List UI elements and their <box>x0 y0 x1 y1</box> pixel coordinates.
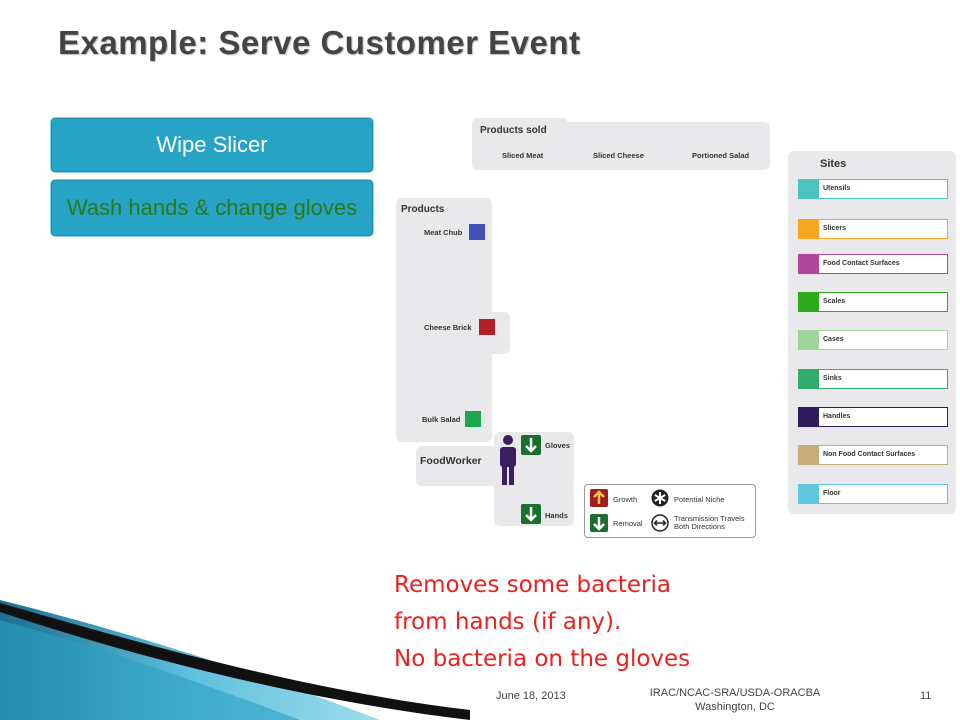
slide-title: Example: Serve Customer Event <box>58 24 581 61</box>
site-item: Cases <box>798 330 948 350</box>
cheese-brick-swatch <box>479 319 495 335</box>
hands-removal-icon <box>521 504 541 524</box>
products-sold-item: Sliced Meat <box>502 151 544 160</box>
site-label: Scales <box>823 298 846 305</box>
footer-org-line2: Washington, DC <box>695 701 775 713</box>
legend-growth: Growth <box>613 495 638 504</box>
site-swatch <box>799 220 819 238</box>
site-swatch <box>799 446 819 464</box>
site-item: Non Food Contact Surfaces <box>798 445 948 465</box>
product-label: Bulk Salad <box>422 415 461 424</box>
product-label: Meat Chub <box>424 228 463 237</box>
site-swatch <box>799 293 819 311</box>
transmission-icon <box>651 514 669 532</box>
products-sold-title: Products sold <box>480 125 547 136</box>
person-icon <box>500 435 516 485</box>
legend-transmission: Transmission Travels Both Directions <box>674 514 745 531</box>
step-wash-hands: Wash hands & change gloves <box>50 179 374 237</box>
site-swatch <box>799 370 819 388</box>
site-label: Non Food Contact Surfaces <box>823 451 916 458</box>
legend-removal: Removal <box>613 519 643 528</box>
site-item: Handles <box>798 407 948 427</box>
gloves-removal-icon <box>521 435 541 455</box>
site-swatch <box>799 255 819 273</box>
site-label: Food Contact Surfaces <box>823 260 900 267</box>
growth-icon <box>590 489 608 507</box>
gloves-label: Gloves <box>545 441 571 450</box>
potential-niche-icon <box>651 489 669 507</box>
step-wipe-slicer: Wipe Slicer <box>50 117 374 173</box>
bulk-salad-swatch <box>465 411 481 427</box>
site-item: Scales <box>798 292 948 312</box>
site-swatch <box>799 180 819 198</box>
site-item: Slicers <box>798 219 948 239</box>
site-item: Sinks <box>798 369 948 389</box>
footer-org: IRAC/NCAC-SRA/USDA-ORACBA Washington, DC <box>620 686 850 714</box>
site-item: Food Contact Surfaces <box>798 254 948 274</box>
products-sold-item: Sliced Cheese <box>593 151 644 160</box>
meat-chub-swatch <box>469 224 485 240</box>
products-sold-panel: Products sold Sliced Meat Sliced Cheese … <box>472 118 770 170</box>
footer-org-line1: IRAC/NCAC-SRA/USDA-ORACBA <box>649 687 821 699</box>
site-label: Floor <box>823 490 841 497</box>
site-swatch <box>799 408 819 426</box>
products-sold-item: Portioned Salad <box>692 151 750 160</box>
products-title: Products <box>401 204 445 215</box>
page-number: 11 <box>920 690 932 702</box>
sites-title: Sites <box>820 158 847 170</box>
decorative-swoosh <box>0 600 470 720</box>
product-label: Cheese Brick <box>424 323 472 332</box>
site-swatch <box>799 331 819 349</box>
legend-niche: Potential Niche <box>674 495 725 504</box>
site-item: Floor <box>798 484 948 504</box>
note-line-3: No bacteria on the gloves <box>394 646 691 672</box>
removal-icon <box>590 514 608 532</box>
note-line-2: from hands (if any). <box>394 609 622 635</box>
foodworker-title: FoodWorker <box>420 455 482 467</box>
footer-date: June 18, 2013 <box>496 690 566 702</box>
note-line-1: Removes some bacteria <box>394 572 671 598</box>
site-label: Cases <box>823 336 844 343</box>
legend-box: Growth Removal Potential Niche Transmiss… <box>584 484 756 538</box>
hands-label: Hands <box>545 511 568 520</box>
site-label: Utensils <box>823 185 851 192</box>
site-swatch <box>799 485 819 503</box>
site-label: Sinks <box>823 375 842 382</box>
site-item: Utensils <box>798 179 948 199</box>
site-label: Slicers <box>823 225 846 232</box>
site-label: Handles <box>823 413 851 420</box>
